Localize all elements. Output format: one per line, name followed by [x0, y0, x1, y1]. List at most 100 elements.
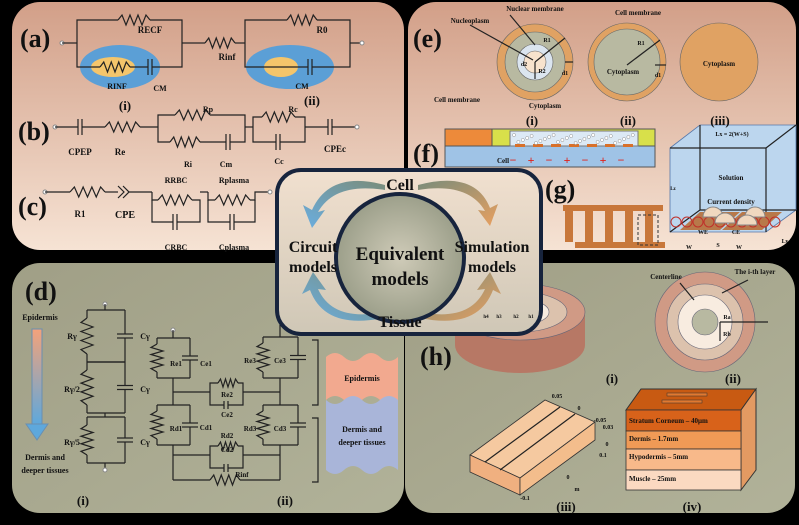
label-d-re2: Re2 [221, 391, 233, 399]
axis-tick-label: m [575, 487, 580, 493]
resistor-icon [117, 13, 151, 27]
electrode-finger [625, 210, 633, 242]
tissue-layer-label: Stratum Corneum – 40μm [629, 417, 708, 425]
cell-particle [578, 139, 582, 143]
cell-model-circle [679, 22, 759, 102]
cell-particle [543, 137, 547, 141]
resistor-icon [217, 376, 239, 390]
label-d-ii: (ii) [277, 493, 293, 508]
label-d-rd1: Rd1 [170, 425, 183, 433]
orange-block [444, 128, 493, 147]
label-c-crbc: CRBC [165, 243, 188, 252]
label-center-circuit_2: models [289, 259, 337, 276]
wire [209, 392, 224, 406]
electrode-finger [565, 210, 573, 242]
label-d-re3: Re3 [244, 357, 256, 365]
label-g-ce: CE [732, 230, 740, 236]
charge-sign: − [546, 153, 553, 167]
charge-sign: + [564, 153, 571, 167]
cell-particle [591, 133, 596, 137]
dermis-layer [326, 396, 398, 474]
label-h-ith_layer: The i-th layer [735, 268, 776, 276]
label-c-cplasma: Cplasma [219, 243, 249, 252]
center-circle [334, 192, 466, 324]
cell-particle [600, 138, 604, 142]
electrode-finger [585, 210, 593, 242]
resistor-icon [148, 343, 166, 373]
label-center-simulation_1: Simulation [455, 239, 530, 256]
panel-label-c: (c) [18, 192, 47, 221]
label-h-ra: Ra [723, 315, 730, 321]
label-b-cpec: CPEc [324, 144, 346, 154]
label-e-ii_r1: R1 [637, 41, 644, 47]
resistor-icon [209, 473, 241, 487]
label-d-rg1: Rγ [67, 332, 77, 341]
wire [534, 37, 566, 63]
label-e-nuclear_membrane: Nuclear membrane [506, 5, 564, 13]
label-h-h2: h2 [513, 315, 519, 320]
wire [228, 382, 244, 406]
electrode-bus-bottom [575, 242, 665, 248]
label-center-equivalent_1: Equivalent [356, 244, 445, 265]
cell-particle [582, 137, 587, 141]
dermis-bracket [312, 417, 319, 483]
label-d-cd3: Cd3 [274, 425, 287, 433]
arrow-tissue-to-simulation-icon [420, 272, 501, 321]
label-center-cell: Cell [386, 177, 414, 194]
wire [209, 455, 224, 469]
label-center-simulation_2: models [468, 259, 516, 276]
resistor-icon [204, 36, 236, 50]
label-g-w1: W [686, 245, 692, 251]
panel-label-a: (a) [20, 24, 50, 53]
label-h-centerline: Centerline [650, 273, 682, 281]
axis-tick-label: 0.1 [599, 453, 607, 459]
label-a-rinf_cell: RINF [107, 82, 127, 91]
electrode-bus-top [563, 205, 663, 211]
label-e-d1: d1 [562, 71, 568, 77]
cell-particle [516, 140, 521, 144]
wire [250, 191, 270, 201]
label-a-r0: R0 [317, 25, 328, 35]
label-g-lx: Lx = 2(W+S) [715, 131, 748, 138]
cpe-icon [117, 185, 125, 199]
cell-particle [551, 133, 556, 137]
electrode [551, 144, 561, 147]
label-a-ii: (ii) [304, 93, 320, 108]
cell-particle [595, 140, 600, 144]
label-center-circuit_1: Circuit [289, 239, 338, 256]
current-loop [681, 216, 693, 228]
current-loop [692, 216, 704, 228]
wire [157, 127, 170, 143]
cell-particle [521, 138, 525, 142]
label-d-re1: Re1 [170, 360, 182, 368]
center-concept [275, 168, 543, 336]
cell-particle [569, 134, 574, 138]
label-a-cm2: CM [295, 82, 309, 91]
label-b-ri: Ri [184, 160, 193, 169]
terminal-node [102, 467, 108, 473]
electrode [569, 144, 579, 147]
cell-particle [565, 136, 569, 140]
label-g-we: WE [698, 230, 708, 236]
electrode [605, 144, 615, 147]
cell-particle [613, 141, 618, 145]
label-a-rinf: Rinf [218, 52, 236, 62]
wire [765, 124, 797, 149]
label-d-layer_dermis_1: Dermis and [342, 425, 382, 434]
label-d-cg3: Cγ [140, 438, 150, 447]
label-h-iii: (iii) [556, 499, 576, 514]
terminal-node [267, 189, 273, 195]
label-d-cg2: Cγ [140, 385, 150, 394]
label-d-rinf: Rinf [235, 471, 249, 479]
wire [209, 445, 218, 455]
label-h-h1: h1 [528, 315, 534, 320]
label-d-ce1: Ce1 [200, 360, 212, 368]
tissue-layer [625, 469, 742, 491]
wire [76, 19, 118, 43]
electrode-strip [666, 392, 708, 397]
label-b-cm: Cm [220, 160, 233, 169]
layer-top-face [625, 388, 757, 411]
wire [207, 200, 230, 223]
resistor-icon [78, 424, 96, 456]
electrode-finger [645, 210, 653, 242]
